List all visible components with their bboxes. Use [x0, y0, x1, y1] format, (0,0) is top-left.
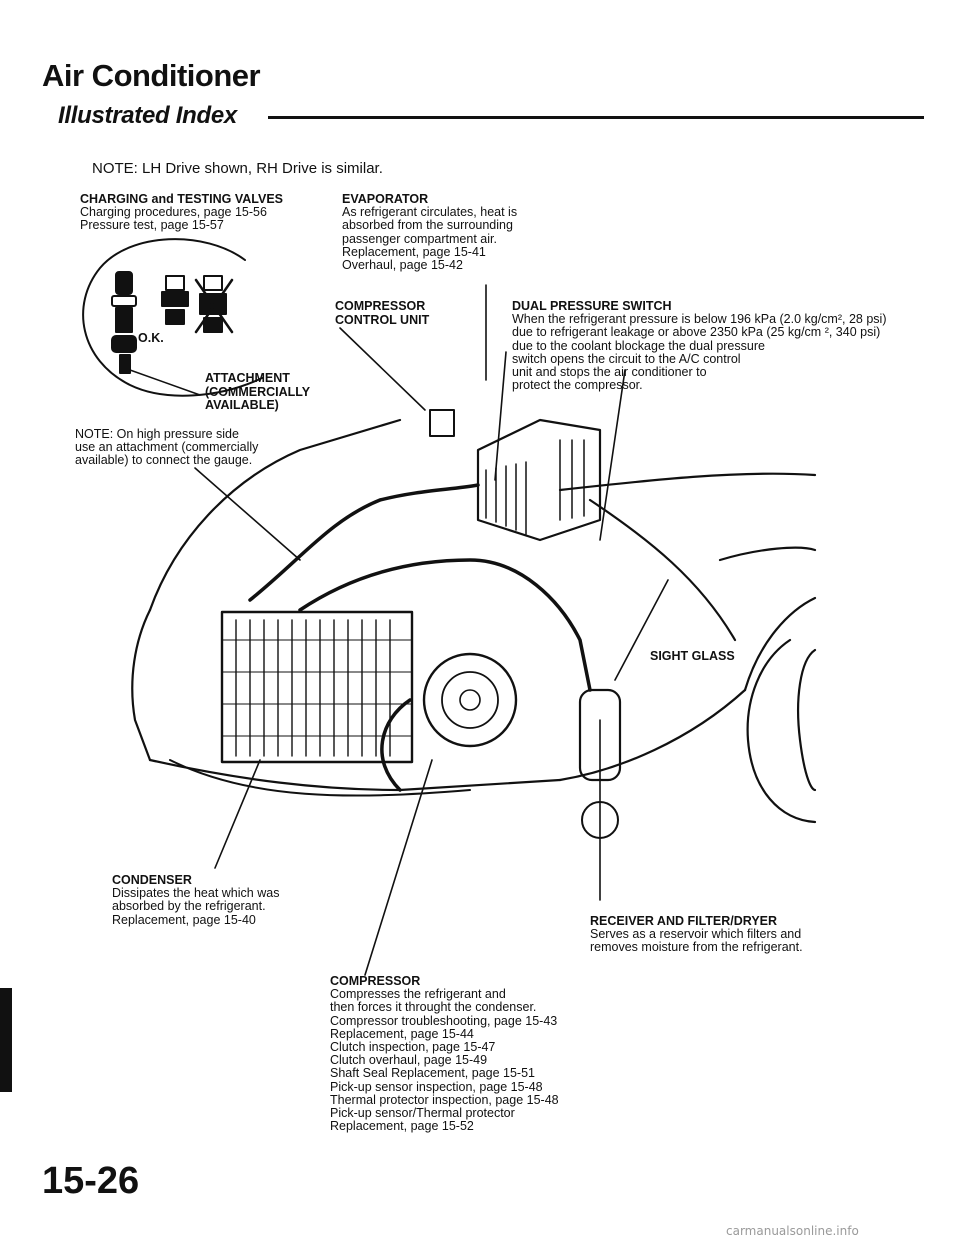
note-line: NOTE: On high pressure side: [75, 427, 239, 441]
compressor-line: Clutch overhaul, page 15-49: [330, 1053, 488, 1068]
page-number: 15-26: [42, 1160, 140, 1202]
sight-glass-label: SIGHT GLASS: [650, 649, 735, 663]
page-edge-marker: [0, 988, 12, 1092]
receiver-dryer-callout: RECEIVER AND FILTER/DRYER Serves as a re…: [590, 914, 803, 955]
refrigerant-lines: [248, 483, 592, 792]
attachment-line: (COMMERCIALLY: [205, 384, 311, 399]
compressor-control-line: CONTROL UNIT: [335, 312, 430, 327]
evaporator-line: absorbed from the surrounding: [342, 218, 513, 233]
control-unit-box: [429, 409, 455, 437]
section-subtitle: Illustrated Index: [58, 102, 237, 129]
compressor-body: [422, 652, 518, 748]
receiver-heading: RECEIVER AND FILTER/DRYER: [590, 914, 778, 928]
compressor-line: then forces it throught the condenser.: [330, 1000, 537, 1015]
note-line: available) to connect the gauge.: [75, 453, 253, 468]
attachment-inset: [82, 238, 263, 397]
source-watermark: carmanualsonline.info: [726, 1224, 859, 1238]
dual-pressure-line: switch opens the circuit to the A/C cont…: [512, 351, 741, 366]
compressor-line: Clutch inspection, page 15-47: [330, 1040, 496, 1055]
compressor-line: Replacement, page 15-44: [330, 1026, 474, 1041]
evaporator-line: Replacement, page 15-41: [342, 244, 486, 259]
compressor-line: Pick-up sensor/Thermal protector: [330, 1106, 515, 1121]
compressor-callout: COMPRESSOR Compresses the refrigerant an…: [330, 974, 559, 1134]
dual-pressure-line: due to the coolant blockage the dual pre…: [512, 338, 765, 353]
condenser-line: Replacement, page 15-40: [112, 912, 256, 927]
evaporator-line: passenger compartment air.: [342, 231, 497, 246]
evaporator-line: As refrigerant circulates, heat is: [342, 205, 518, 220]
drive-note: NOTE: LH Drive shown, RH Drive is simila…: [92, 160, 383, 177]
attachment-label: ATTACHMENT (COMMERCIALLY AVAILABLE): [205, 371, 311, 413]
charging-valves-callout: CHARGING and TESTING VALVES Charging pro…: [80, 192, 284, 233]
charging-line: Charging procedures, page 15-56: [80, 205, 267, 220]
valve-crossed-icon: [194, 275, 234, 334]
high-pressure-note: NOTE: On high pressure side use an attac…: [75, 427, 259, 468]
dual-pressure-line: When the refrigerant pressure is below 1…: [512, 312, 887, 327]
vehicle-body: [131, 418, 817, 824]
ok-label: O.K.: [138, 331, 164, 345]
compressor-control-line: COMPRESSOR: [335, 299, 426, 313]
charging-valves-heading: CHARGING and TESTING VALVES: [80, 192, 284, 206]
attachment-line: AVAILABLE): [205, 398, 279, 412]
compressor-line: Thermal protector inspection, page 15-48: [330, 1092, 559, 1107]
receiver-line: Serves as a reservoir which filters and: [590, 927, 802, 942]
valve-adapter-icon: [111, 271, 137, 374]
page-title: Air Conditioner: [42, 58, 261, 93]
dual-pressure-line: protect the compressor.: [512, 378, 643, 393]
compressor-line: Shaft Seal Replacement, page 15-51: [330, 1066, 535, 1081]
compressor-line: Compressor troubleshooting, page 15-43: [330, 1013, 558, 1028]
compressor-line: Pick-up sensor inspection, page 15-48: [330, 1079, 543, 1094]
dual-pressure-heading: DUAL PRESSURE SWITCH: [512, 299, 672, 313]
evaporator-callout: EVAPORATOR As refrigerant circulates, he…: [342, 192, 518, 273]
subtitle-rule: [268, 116, 924, 119]
dual-pressure-line: unit and stops the air conditioner to: [512, 365, 707, 380]
dual-pressure-switch-callout: DUAL PRESSURE SWITCH When the refrigeran…: [512, 299, 887, 393]
charging-line: Pressure test, page 15-57: [80, 218, 224, 233]
note-line: use an attachment (commercially: [75, 440, 259, 455]
condenser-grid: [169, 610, 471, 797]
condenser-line: Dissipates the heat which was: [112, 886, 280, 901]
compressor-control-unit-label: COMPRESSOR CONTROL UNIT: [335, 299, 430, 327]
receiver-dryer: [578, 688, 622, 839]
compressor-line: Replacement, page 15-52: [330, 1119, 474, 1134]
evaporator-line: Overhaul, page 15-42: [342, 258, 463, 273]
attachment-line: ATTACHMENT: [205, 371, 290, 385]
dual-pressure-line: due to refrigerant leakage or above 2350…: [512, 325, 881, 340]
compressor-line: Compresses the refrigerant and: [330, 987, 506, 1002]
condenser-heading: CONDENSER: [112, 873, 192, 887]
condenser-line: absorbed by the refrigerant.: [112, 899, 266, 914]
compressor-heading: COMPRESSOR: [330, 974, 421, 988]
evaporator-unit: [476, 418, 602, 542]
receiver-line: removes moisture from the refrigerant.: [590, 940, 803, 955]
valve-fitting-icon: [161, 275, 189, 325]
condenser-callout: CONDENSER Dissipates the heat which was …: [112, 873, 280, 927]
evaporator-heading: EVAPORATOR: [342, 192, 429, 206]
